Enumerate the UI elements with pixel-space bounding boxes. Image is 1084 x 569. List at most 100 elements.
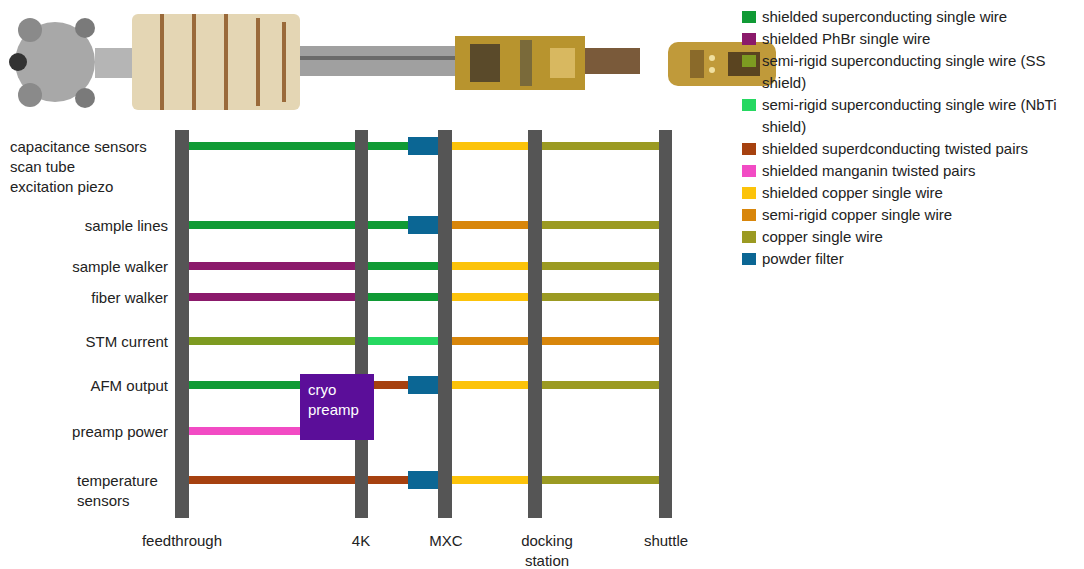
legend-text: semi-rigid superconducting single wire (… [762, 94, 1062, 138]
wire-label: AFM output [90, 376, 168, 396]
wire-label: STM current [85, 332, 168, 352]
wire [542, 337, 659, 345]
legend-text: semi-rigid copper single wire [762, 204, 1062, 226]
wire [368, 476, 408, 484]
powder-filter [408, 471, 438, 489]
stage-bar [438, 130, 452, 518]
wire-label: scan tube [10, 157, 75, 177]
wires [189, 146, 659, 480]
wire-label: capacitance sensors [10, 137, 147, 157]
docking-rod [585, 48, 640, 74]
legend-swatch [742, 231, 756, 243]
legend-swatch [742, 11, 756, 23]
powder-filter [408, 376, 438, 394]
wire [368, 142, 408, 150]
legend-swatch [742, 143, 756, 155]
legend-text: shielded manganin twisted pairs [762, 160, 1062, 182]
rod [300, 46, 460, 76]
wire [368, 293, 438, 301]
stage-detail [550, 48, 575, 78]
legend-swatch [742, 209, 756, 221]
wire [542, 381, 659, 389]
wire [542, 476, 659, 484]
legend-swatch [742, 165, 756, 177]
wire [452, 476, 528, 484]
wire [189, 142, 355, 150]
wire [368, 262, 438, 270]
mxc-stage [455, 36, 585, 90]
wire [452, 221, 528, 229]
wire-label: sample lines [85, 216, 168, 236]
legend-swatch [742, 99, 756, 111]
shuttle-detail [690, 50, 704, 78]
stage-bar [355, 130, 368, 518]
stage-detail [520, 40, 532, 86]
neck [95, 48, 135, 78]
baffles [132, 14, 300, 110]
powder-filters [408, 137, 438, 489]
wire [189, 476, 355, 484]
stage-detail [470, 44, 500, 82]
wire [542, 221, 659, 229]
legend-text: shielded superdconducting twisted pairs [762, 138, 1062, 160]
port [18, 83, 42, 107]
stage-bar [659, 130, 672, 518]
baffle-edge [224, 14, 228, 110]
legend-swatch [742, 187, 756, 199]
wire [452, 337, 528, 345]
baffle-edge [282, 22, 286, 102]
shuttle-window [728, 52, 760, 76]
shuttle-body [668, 42, 776, 86]
wire [452, 381, 528, 389]
wire [452, 142, 528, 150]
wire [189, 221, 355, 229]
shuttle-screw [709, 55, 715, 61]
wire [542, 142, 659, 150]
preamp-label: cryo preamp [308, 380, 366, 420]
stage-bars [175, 130, 672, 518]
wire [189, 381, 300, 389]
wire-label: 4K [352, 531, 370, 551]
wire [374, 381, 408, 389]
powder-filter [408, 137, 438, 155]
probe-photo [9, 14, 640, 110]
wire-label: feedthrough [142, 531, 222, 551]
shuttle-screw [709, 67, 715, 73]
wire-label: temperature sensors [77, 471, 172, 511]
legend-text: copper single wire [762, 226, 1062, 248]
wire [542, 262, 659, 270]
wire [189, 293, 355, 301]
wire [189, 262, 355, 270]
legend-swatch [742, 33, 756, 45]
knob [9, 53, 27, 71]
legend-text: semi-rigid superconducting single wire (… [762, 50, 1062, 94]
wire [189, 337, 355, 345]
wire [368, 337, 438, 345]
legend-text: powder filter [762, 248, 1062, 270]
stage-bar [528, 130, 542, 518]
legend-swatch [742, 253, 756, 265]
port [18, 18, 42, 42]
powder-filter [408, 216, 438, 234]
wire-label: docking station [502, 531, 592, 569]
wire-label: preamp power [72, 422, 168, 442]
baffle-edge [192, 14, 196, 110]
wire [189, 427, 300, 435]
baffle-edge [256, 18, 260, 106]
wire [452, 262, 528, 270]
legend-swatch [742, 55, 756, 67]
stage-bar [175, 130, 189, 518]
wire-label: shuttle [644, 531, 688, 551]
preamp-box: cryo preamp [300, 374, 374, 440]
wire [452, 293, 528, 301]
legend-text: shielded PhBr single wire [762, 28, 1062, 50]
baffle-edge [160, 14, 164, 110]
port [75, 88, 95, 108]
legend-text: shielded copper single wire [762, 182, 1062, 204]
wire-label: sample walker [72, 257, 168, 277]
wire-label: excitation piezo [10, 177, 113, 197]
wire-label: MXC [429, 531, 462, 551]
wire [542, 293, 659, 301]
